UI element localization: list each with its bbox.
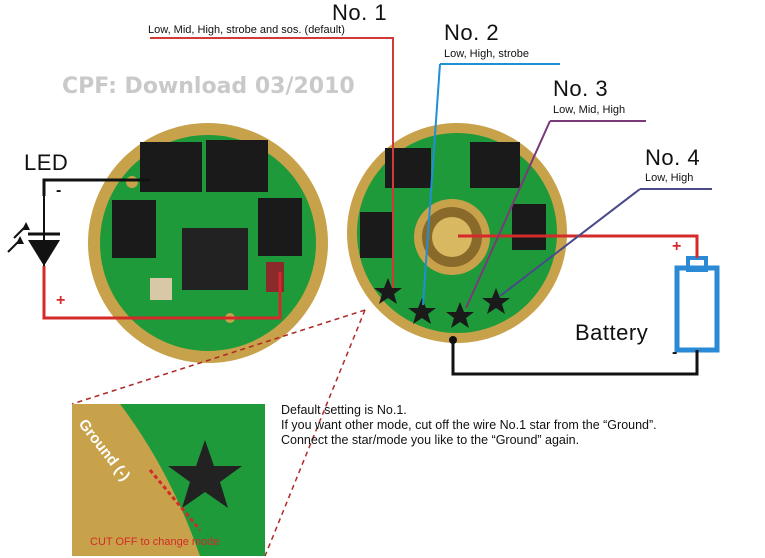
mode1-description: Low, Mid, High, strobe and sos. (default…	[148, 24, 345, 36]
mode3-description: Low, Mid, High	[553, 104, 626, 116]
led-label: LED	[24, 150, 69, 175]
mode4-description: Low, High	[645, 172, 694, 184]
mode2-leader-line	[422, 63, 441, 306]
mode2-title: No. 2	[444, 20, 500, 45]
mode2-description: Low, High, strobe	[444, 48, 529, 60]
led-negative-sign: -	[56, 182, 62, 199]
inset-closeup	[72, 404, 265, 556]
mode1-leader-line	[150, 37, 394, 288]
mode4-title: No. 4	[645, 145, 701, 170]
inset-cutoff-label: CUT OFF to change mode	[90, 536, 220, 548]
mode-stars	[374, 278, 510, 328]
battery-negative-wire	[451, 340, 699, 376]
zoom-line-left	[71, 309, 366, 405]
battery-negative-sign: -	[672, 344, 678, 361]
battery-positive-wire	[458, 234, 699, 258]
battery-positive-sign: +	[672, 238, 682, 255]
instruction-line-3: Connect the star/mode you like to the “G…	[281, 433, 580, 447]
mode1-title: No. 1	[332, 0, 388, 25]
led-positive-wire	[42, 266, 282, 320]
mode3-leader-line	[465, 120, 551, 309]
instruction-line-2: If you want other mode, cut off the wire…	[281, 418, 657, 432]
mode4-leader-line	[499, 188, 641, 297]
watermark: CPF: Download 03/2010	[62, 74, 355, 99]
battery-label: Battery	[575, 320, 649, 345]
mode3-title: No. 3	[553, 76, 609, 101]
instruction-line-1: Default setting is No.1.	[281, 403, 407, 417]
led-symbol	[7, 196, 60, 318]
led-positive-sign: +	[56, 292, 66, 309]
battery-symbol	[674, 256, 720, 353]
led-negative-wire	[42, 178, 150, 196]
left-pcb-board	[88, 123, 328, 363]
